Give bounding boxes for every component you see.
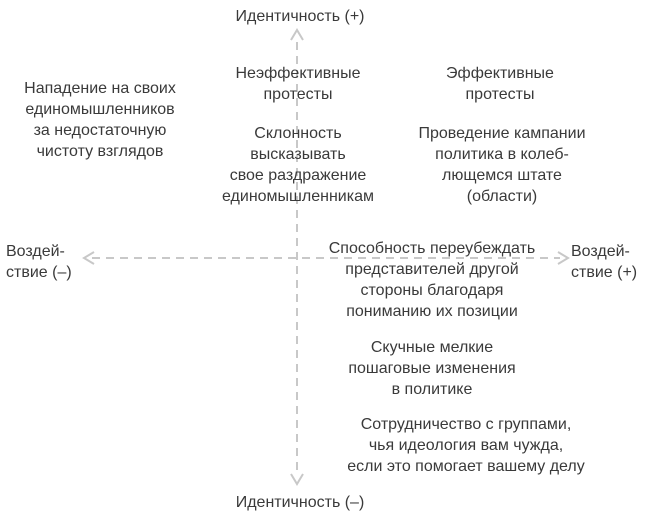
arrow-up-icon: [290, 28, 304, 41]
item-cooperation: Сотрудничество с группами, чья идеология…: [347, 416, 585, 475]
axis-label-impact-negative: Воздей- ствие (–): [6, 243, 72, 281]
axis-label-identity-positive: Идентичность (+): [235, 8, 365, 25]
axis-label-identity-negative: Идентичность (–): [235, 494, 365, 511]
item-effective-protests: Эффективные протесты: [446, 65, 554, 103]
item-persuade: Способность переубеждать представителей …: [328, 240, 536, 320]
arrow-left-icon: [82, 251, 95, 265]
arrow-right-icon: [557, 251, 570, 265]
item-campaign: Проведение кампании политика в колеб- лю…: [418, 125, 586, 205]
item-express-irritation: Склонность высказывать свое раздражение …: [222, 125, 374, 205]
item-boring-changes: Скучные мелкие пошаговые изменения в пол…: [348, 339, 516, 398]
item-ineffective-protests: Неэффективные протесты: [235, 65, 361, 103]
arrow-down-icon: [290, 473, 304, 486]
item-attack-likeminded: Нападение на своих единомышленников за н…: [24, 80, 176, 160]
axis-label-impact-positive: Воздей- ствие (+): [571, 243, 638, 281]
